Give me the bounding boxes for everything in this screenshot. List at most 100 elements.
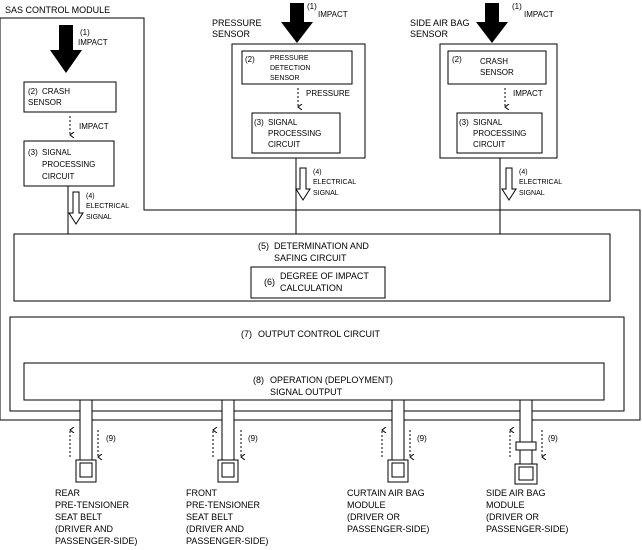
signal-processing-box-left <box>23 140 115 187</box>
pressure-det-l2: DETECTION <box>270 65 310 72</box>
sas-module-outline <box>0 17 641 421</box>
elec-num-side: (4) <box>519 169 528 176</box>
impact-label-left: IMPACT <box>78 38 108 47</box>
deg-l1: DEGREE OF IMPACT <box>280 271 369 281</box>
elec-l1-left: ELECTRICAL <box>86 203 129 210</box>
out2-l2: PRE-TENSIONER <box>186 500 261 510</box>
out3-l1: CURTAIN AIR BAG <box>347 488 425 498</box>
out4-l2: MODULE <box>486 500 525 510</box>
out3-l3: (DRIVER OR <box>347 512 401 522</box>
electrical-signal-arrow-icon-left <box>68 191 84 225</box>
out3-l2: MODULE <box>347 500 386 510</box>
crash-sensor-label-side: CRASH <box>480 57 508 66</box>
out-label: OUTPUT CONTROL CIRCUIT <box>258 329 381 339</box>
impact-dashed-label-left: IMPACT <box>79 122 109 131</box>
impact-arrow-icon <box>50 25 82 73</box>
spc-l3-pressure: CIRCUIT <box>268 140 301 149</box>
crash-sensor-label-left: CRASH <box>42 87 70 96</box>
crash-sensor-label2-side: SENSOR <box>480 68 514 77</box>
connector-icon <box>515 441 537 451</box>
out1-l1: REAR <box>55 488 81 498</box>
out2-l1: FRONT <box>186 488 217 498</box>
electrical-signal-arrow-icon-pressure <box>295 167 311 201</box>
degree-of-impact-box <box>250 266 386 299</box>
device-icon-inner <box>221 462 235 478</box>
output-device-side-airbag: (9) SIDE AIR BAG MODULE (DRIVER OR PASSE… <box>486 399 568 534</box>
impact-label-pressure: IMPACT <box>318 10 348 19</box>
out2-l4: (DRIVER AND <box>186 524 245 534</box>
spc-num-left: (3) <box>28 148 38 157</box>
op-l2: SIGNAL OUTPUT <box>270 387 343 397</box>
operation-signal-output-box <box>23 362 605 401</box>
pressure-det-num: (2) <box>245 55 255 64</box>
elec-num-left: (4) <box>86 193 95 200</box>
sas-module-title: SAS CONTROL MODULE <box>5 5 110 15</box>
wiring-lower <box>519 449 533 465</box>
op-num: (8) <box>253 375 264 385</box>
det-l2: SAFING CIRCUIT <box>274 253 347 263</box>
deg-l2: CALCULATION <box>280 283 342 293</box>
electrical-signal-arrow-icon-side <box>501 167 517 201</box>
out4-l3: (DRIVER OR <box>486 512 540 522</box>
out1-l4: (DRIVER AND <box>55 524 114 534</box>
out1-l3: SEAT BELT <box>55 512 103 522</box>
num9: (9) <box>548 434 558 443</box>
crash-sensor-num-left: (2) <box>28 87 38 96</box>
output-device-front-pretensioner: (9) FRONT PRE-TENSIONER SEAT BELT (DRIVE… <box>186 399 268 546</box>
wiring-pair <box>221 399 235 461</box>
spc-l1-side: SIGNAL <box>473 118 503 127</box>
output-device-curtain-airbag: (9) CURTAIN AIR BAG MODULE (DRIVER OR PA… <box>347 399 429 534</box>
pressure-sensor-title-l1: PRESSURE <box>212 18 262 28</box>
pressure-det-l3: SENSOR <box>270 75 300 82</box>
det-l1: DETERMINATION AND <box>274 241 369 251</box>
wiring-pair <box>391 399 405 461</box>
crash-sensor-box-side <box>447 50 547 85</box>
wiring-pair <box>519 399 533 443</box>
device-icon-inner <box>391 462 405 478</box>
impact-dashed-label-side: IMPACT <box>513 89 543 98</box>
spc-l2-pressure: PROCESSING <box>268 129 321 138</box>
out1-l5: PASSENGER-SIDE) <box>55 536 137 546</box>
out2-l3: SEAT BELT <box>186 512 234 522</box>
out1-l2: PRE-TENSIONER <box>55 500 130 510</box>
crash-sensor-num-side: (2) <box>452 55 462 64</box>
impact-arrow-icon-pressure <box>281 3 313 43</box>
out2-l5: PASSENGER-SIDE) <box>186 536 268 546</box>
crash-sensor-box-left <box>23 81 117 113</box>
elec-l1-side: ELECTRICAL <box>519 179 562 186</box>
spc-l3-left: CIRCUIT <box>42 172 75 181</box>
signal-processing-box-side <box>456 112 543 154</box>
deg-num: (6) <box>264 277 275 287</box>
elec-l2-side: SIGNAL <box>519 190 545 197</box>
output-device-rear-pretensioner: (9) REAR PRE-TENSIONER SEAT BELT (DRIVER… <box>55 399 137 546</box>
wiring-pair <box>79 399 93 461</box>
side-sensor-title-l2: SENSOR <box>410 29 449 39</box>
out4-l4: PASSENGER-SIDE) <box>486 524 568 534</box>
elec-num-pressure: (4) <box>313 169 322 176</box>
impact-num-side: (1) <box>512 2 522 11</box>
spc-l1-left: SIGNAL <box>42 148 72 157</box>
signal-processing-box-pressure <box>251 112 341 154</box>
num9: (9) <box>417 434 427 443</box>
device-icon-inner <box>518 466 534 481</box>
crash-sensor-label2-left: SENSOR <box>28 98 62 107</box>
spc-l2-left: PROCESSING <box>42 160 95 169</box>
elec-l2-left: SIGNAL <box>86 214 112 221</box>
num9: (9) <box>106 434 116 443</box>
spc-num-pressure: (3) <box>254 118 264 127</box>
side-sensor-title-l1: SIDE AIR BAG <box>410 18 470 28</box>
elec-l2-pressure: SIGNAL <box>313 190 339 197</box>
out-num: (7) <box>241 329 252 339</box>
op-l1: OPERATION (DEPLOYMENT) <box>270 375 393 385</box>
impact-num-left: (1) <box>80 28 90 37</box>
num9: (9) <box>248 434 258 443</box>
det-num: (5) <box>258 241 269 251</box>
pressure-label: PRESSURE <box>306 89 350 98</box>
impact-arrow-icon-side <box>476 3 508 43</box>
spc-l1-pressure: SIGNAL <box>268 118 298 127</box>
impact-num-pressure: (1) <box>307 2 317 11</box>
device-icon-inner <box>79 462 93 478</box>
impact-label-side: IMPACT <box>524 10 554 19</box>
spc-l2-side: PROCESSING <box>473 129 526 138</box>
